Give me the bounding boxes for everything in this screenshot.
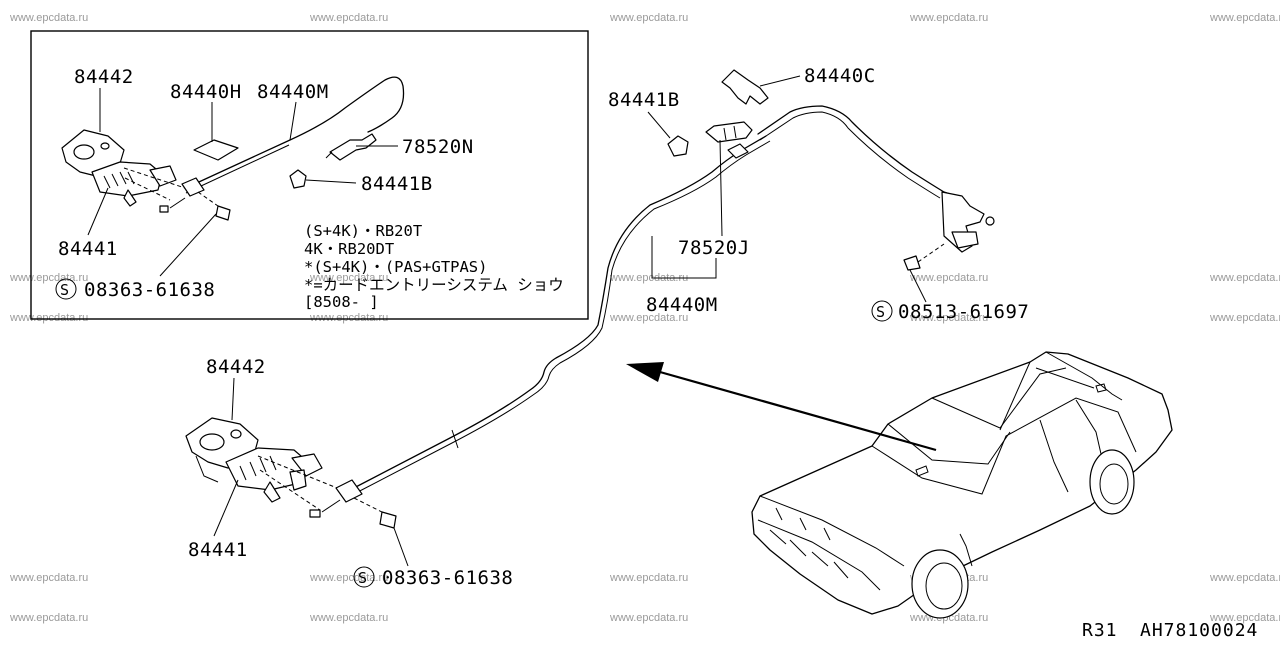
watermark: www.epcdata.ru xyxy=(9,12,88,24)
note-line-5: [8508- ] xyxy=(304,293,379,311)
inset-cable-end xyxy=(181,177,205,197)
cable-marker xyxy=(451,429,459,449)
label-main-84442: 84442 xyxy=(206,356,266,378)
watermark: www.epcdata.ru xyxy=(1209,612,1280,624)
main-lock-screw xyxy=(353,497,397,529)
leader-main-84442 xyxy=(231,377,235,421)
label-84440C: 84440C xyxy=(804,65,876,87)
leader-inset-lock xyxy=(87,187,109,236)
main-cable-end xyxy=(335,479,363,503)
inset-cable xyxy=(187,76,405,188)
lid-lock-assembly xyxy=(941,191,995,253)
main-cable xyxy=(349,105,963,496)
label-08513-61697: 08513-61697 xyxy=(898,301,1029,323)
watermark: www.epcdata.ru xyxy=(1209,272,1280,284)
footer-code: AH78100024 xyxy=(1140,620,1258,640)
watermark: www.epcdata.ru xyxy=(9,572,88,584)
leader-main-84441B xyxy=(647,111,671,139)
svg-text:S: S xyxy=(358,569,367,587)
watermark: www.epcdata.ru xyxy=(309,612,388,624)
label-inset-78520N: 78520N xyxy=(402,136,474,158)
label-inset-84440H: 84440H xyxy=(170,81,242,103)
inset-panel: 84442 84440H 84440M 78520N 84441B 84441 … xyxy=(30,30,589,320)
leader-08513-61697 xyxy=(909,269,927,303)
svg-text:S: S xyxy=(876,303,885,321)
inset-screw xyxy=(197,191,231,221)
label-main-84440M: 84440M xyxy=(646,294,718,316)
main-leader xyxy=(259,469,321,511)
car-illustration xyxy=(751,351,1173,619)
note-line-1: (S+4K)・RB20T xyxy=(304,222,422,240)
inset-pin-line xyxy=(169,197,186,209)
watermark: www.epcdata.ru xyxy=(9,312,88,324)
inset-lock xyxy=(91,161,177,207)
watermark: www.epcdata.ru xyxy=(909,312,988,324)
watermark: www.epcdata.ru xyxy=(9,612,88,624)
lid-screw xyxy=(903,243,945,271)
leader-inset-screw xyxy=(159,213,217,277)
main-clip xyxy=(667,135,689,157)
footer-model: R31 xyxy=(1082,620,1118,640)
inset-leader xyxy=(123,167,186,189)
note-line-3: *(S+4K)・(PAS+GTPAS) xyxy=(304,258,487,276)
label-78520J: 78520J xyxy=(678,237,750,259)
watermark: www.epcdata.ru xyxy=(309,572,388,584)
inset-leader xyxy=(124,177,171,201)
standard-part-icon: S xyxy=(55,278,77,300)
main-leader xyxy=(257,455,343,491)
leader-inset-cable xyxy=(289,101,297,141)
watermark: www.epcdata.ru xyxy=(609,612,688,624)
watermark: www.epcdata.ru xyxy=(609,572,688,584)
standard-part-icon: S xyxy=(353,566,375,588)
main-pin-line xyxy=(321,499,341,513)
watermark: www.epcdata.ru xyxy=(909,272,988,284)
label-main-08363-61638: 08363-61638 xyxy=(382,567,513,589)
label-main-84441: 84441 xyxy=(188,539,248,561)
label-inset-08363-61638: 08363-61638 xyxy=(84,279,215,301)
svg-text:S: S xyxy=(60,281,69,299)
label-main-84441B: 84441B xyxy=(608,89,680,111)
standard-part-icon: S xyxy=(871,300,893,322)
inset-frame xyxy=(30,30,589,320)
leader-84440M xyxy=(651,236,717,279)
label-inset-84441: 84441 xyxy=(58,238,118,260)
watermark: www.epcdata.ru xyxy=(609,272,688,284)
watermark: www.epcdata.ru xyxy=(309,12,388,24)
watermark: www.epcdata.ru xyxy=(1209,12,1280,24)
watermark: www.epcdata.ru xyxy=(309,272,388,284)
label-inset-84442: 84442 xyxy=(74,66,134,88)
main-switch xyxy=(705,121,753,159)
leader-inset-clip xyxy=(305,179,357,184)
leader-78520J xyxy=(719,139,723,237)
watermark: www.epcdata.ru xyxy=(609,12,688,24)
label-inset-84441B: 84441B xyxy=(361,173,433,195)
inset-cable-sheath xyxy=(185,144,290,194)
leader-main-08363-61638 xyxy=(393,527,409,567)
main-pin xyxy=(309,509,321,518)
main-lock xyxy=(225,447,323,503)
inset-bracket xyxy=(61,129,125,177)
inset-switch xyxy=(325,133,377,161)
watermark: www.epcdata.ru xyxy=(609,312,688,324)
inset-pin xyxy=(159,205,169,213)
leader-main-84441 xyxy=(213,479,239,537)
inset-stopper xyxy=(193,139,239,161)
watermark: www.epcdata.ru xyxy=(1209,312,1280,324)
location-arrow xyxy=(626,362,937,452)
note-line-2: 4K・RB20DT xyxy=(304,240,394,258)
cable-clamp xyxy=(721,69,769,105)
watermark: www.epcdata.ru xyxy=(909,12,988,24)
label-inset-84440M: 84440M xyxy=(257,81,329,103)
leader-84440C xyxy=(759,75,801,87)
note-line-4: *=カードエントリーシステム ショウ xyxy=(304,276,564,294)
watermark: www.epcdata.ru xyxy=(9,272,88,284)
watermark: www.epcdata.ru xyxy=(1209,572,1280,584)
watermark: www.epcdata.ru xyxy=(309,312,388,324)
inset-clip xyxy=(289,169,307,189)
